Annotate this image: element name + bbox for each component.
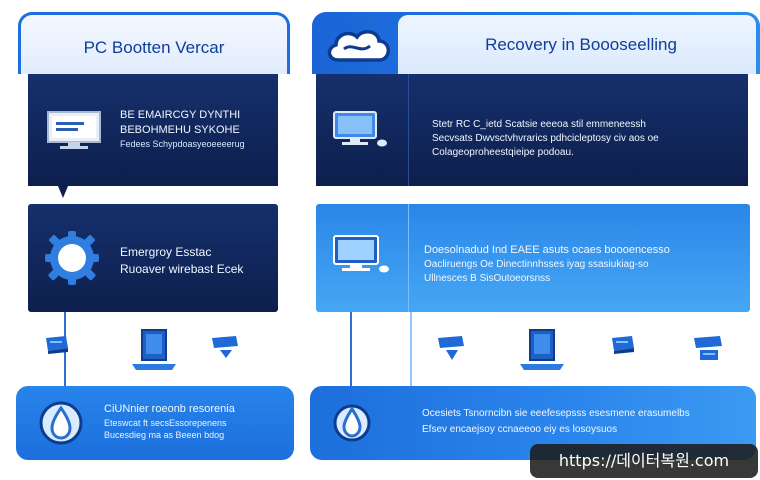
connector-arrow-top — [58, 186, 68, 198]
panel-bottom-left-line3: Bucesdieg ma as Beeen bdog — [104, 430, 225, 440]
panel-top-right-divider — [408, 74, 409, 186]
watermark-text: https://데이터복원.com — [558, 451, 730, 470]
panel-bottom-left-line1: CiUNnier roeonb resorenia — [104, 403, 235, 415]
header-tab-right: Recovery in Boooseelling — [312, 12, 760, 74]
panel-mid-right-line3: Ullnesces B SisOutoeorsnss — [424, 273, 551, 284]
monitor-icon — [46, 110, 102, 150]
panel-top-right-line3: Colageoproheestqieipe podoau. — [432, 147, 574, 158]
panel-top-right: Stetr RC C_ietd Scatsie eeeoa stil emmen… — [316, 74, 748, 186]
panel-top-right-line2: Secvsats Dwvsctvhvrarics pdhcicleptosy c… — [432, 133, 659, 144]
panel-top-right-line1: Stetr RC C_ietd Scatsie eeeoa stil emmen… — [432, 119, 646, 130]
panel-top-left-line1: BE EMAIRCGY DYNTHI — [120, 109, 241, 121]
server-icon — [210, 334, 240, 360]
shield-drop-icon — [332, 400, 372, 446]
monitor-icon — [332, 234, 392, 276]
panel-bottom-left: CiUNnier roeonb resorenia Eteswcat ft se… — [16, 386, 294, 460]
panel-bottom-right-line1: Ocesiets Tsnorncibn sie eeefesepsss eses… — [422, 408, 690, 419]
watermark-badge: https://데이터복원.com — [530, 444, 758, 478]
connector-line-right-b — [410, 312, 412, 396]
panel-mid-right-divider — [408, 204, 409, 312]
connector-line-left — [64, 312, 66, 396]
panel-mid-right: Doesolnadud Ind EAEE asuts ocaes boooenc… — [316, 204, 750, 312]
computer-tower-icon — [130, 328, 178, 372]
computer-tower-icon — [518, 328, 566, 372]
panel-mid-left-line2: Ruoaver wirebast Ecek — [120, 262, 244, 276]
shield-drop-icon — [38, 398, 84, 448]
panel-mid-right-line1: Doesolnadud Ind EAEE asuts ocaes boooenc… — [424, 244, 670, 256]
panel-mid-right-line2: Oacliruengs Oe Dinectinnhsses iyag ssasi… — [424, 259, 649, 270]
header-right-light — [398, 15, 756, 74]
cloud-icon — [324, 24, 394, 68]
header-tab-left: PC Bootten Vercar — [18, 12, 290, 74]
monitor-icon — [332, 110, 390, 150]
panel-top-left-line2: BEBOHMEHU SYKOHE — [120, 124, 240, 136]
panel-top-left: BE EMAIRCGY DYNTHI BEBOHMEHU SYKOHE Fede… — [28, 74, 278, 186]
panel-top-left-line3: Fedees Schypdoasyeoeeeerug — [120, 139, 245, 149]
server-icon — [610, 334, 636, 354]
panel-bottom-right-line2: Efsev encaejsoy ccnaeeoo eiy es losoysuo… — [422, 424, 618, 435]
connector-line-right-a — [350, 312, 352, 396]
gear-icon — [44, 230, 100, 286]
panel-bottom-left-line2: Eteswcat ft secsEssorepenens — [104, 418, 227, 428]
panel-mid-left-line1: Emergroy Esstac — [120, 245, 212, 259]
server-icon — [44, 334, 70, 354]
header-right-title: Recovery in Boooseelling — [485, 35, 677, 54]
server-icon — [436, 334, 466, 362]
server-icon — [692, 334, 724, 362]
header-left-title: PC Bootten Vercar — [83, 38, 225, 57]
panel-mid-left: Emergroy Esstac Ruoaver wirebast Ecek — [28, 204, 278, 312]
